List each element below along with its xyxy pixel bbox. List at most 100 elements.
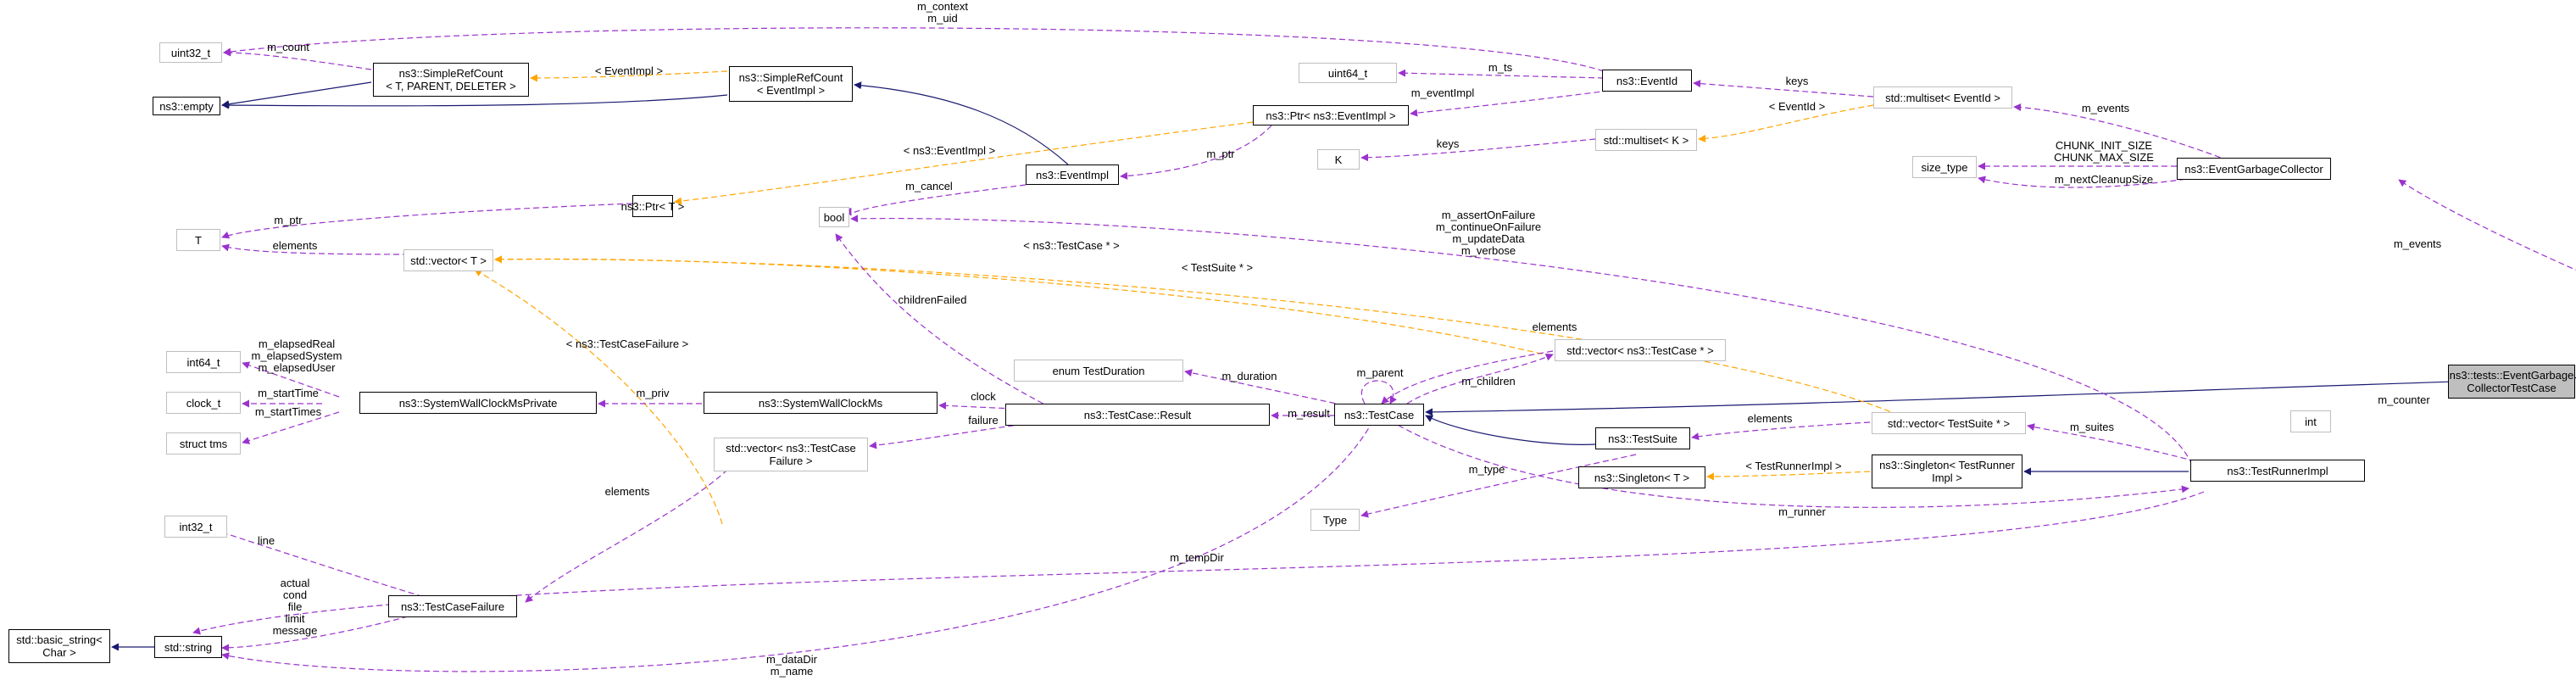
node-eventgarbagecollector[interactable]: ns3::EventGarbageCollector [2177,158,2331,180]
node-bool[interactable]: bool [819,207,849,227]
node-label-line: Failure > [769,455,813,467]
edge-use-runner [1389,420,2189,508]
node-vector-testsuite[interactable]: std::vector< TestSuite * > [1872,412,2026,434]
node-int32-t[interactable]: int32_t [164,516,227,538]
edge-label-line: m_eventImpl [1411,86,1475,99]
edge-use-elapsed [242,361,340,398]
edge-use-nextcleanup [1978,176,2205,188]
edge-label-line: m_events [2082,102,2130,114]
edge-eventimpl-simplerefcountev [854,81,1069,165]
node-testcasefailure[interactable]: ns3::TestCaseFailure [388,595,517,617]
edge-label-line: m_tempDir [1170,551,1224,564]
edge-label-line: actual [281,577,310,589]
edge-testsuite-testcase [1425,415,1596,445]
edge-tmpl-singleton [1706,471,1871,481]
edge-use-ts [1398,69,1605,79]
edge-label-line: m_duration [1221,370,1277,382]
edge-label-line: m_verbose [1461,244,1516,257]
node-label-line: int64_t [186,355,220,369]
edge-label-line: m_ptr [274,214,303,226]
edge-use-starttimes [242,411,340,444]
edge-label-m-parent: m_parent [1357,366,1404,379]
edge-use-eventimpl [1410,87,1628,117]
edge-label-line: m_startTimes [255,405,322,418]
node-vector-t[interactable]: std::vector< T > [403,249,493,271]
edge-label-line: m_elapsedSystem [252,349,342,362]
edge-label-line: keys [1786,75,1809,87]
node-ptr-eventimpl[interactable]: ns3::Ptr< ns3::EventImpl > [1253,105,1409,125]
edge-label-m-eventimpl: m_eventImpl [1411,86,1475,99]
node-label-line: ns3::TestCase::Result [1083,408,1192,421]
edge-label-childrenfailed: childrenFailed [899,293,967,306]
node-label-line: std::vector< T > [410,254,487,267]
node-k[interactable]: K [1317,149,1360,170]
node-label-line: ns3::empty [159,99,214,113]
node-label-line: enum TestDuration [1052,364,1145,377]
edge-use-context [223,27,1605,72]
node-label-line: ns3::SimpleRefCount [738,71,843,84]
node-ptr-t[interactable]: ns3::Ptr< T > [621,195,684,217]
node-ns3-empty[interactable]: ns3::empty [153,97,220,115]
node-eventimpl[interactable]: ns3::EventImpl [1026,165,1119,185]
node-std-string[interactable]: std::string [154,636,222,658]
node-label-line: ns3::tests::EventGarbage [2449,369,2574,382]
node-eventid[interactable]: ns3::EventId [1602,70,1692,92]
node-basic-string[interactable]: std::basic_string<Char > [8,629,110,663]
edge-label-line: elements [1748,412,1793,425]
edge-label-clock-lbl: clock [971,390,996,403]
edge-label-line: m_runner [1778,505,1826,518]
node-testcase[interactable]: ns3::TestCase [1334,404,1424,426]
node-type[interactable]: Type [1310,509,1360,531]
edge-label-elements-t: elements [273,239,318,252]
node-testrunnerimpl[interactable]: ns3::TestRunnerImpl [2190,460,2365,482]
node-systemwallclockms[interactable]: ns3::SystemWallClockMs [704,392,937,414]
edge-label-m-counter: m_counter [2378,393,2430,406]
node-label-line: std::vector< TestSuite * > [1887,416,2011,430]
node-vector-testcase[interactable]: std::vector< ns3::TestCase * > [1555,339,1726,361]
edge-label-m-cancel: m_cancel [905,180,953,192]
node-label-line: uint64_t [1327,66,1368,80]
node-label-line: CollectorTestCase [2467,382,2557,394]
node-label-line: ns3::Ptr< T > [620,199,685,213]
node-int64-t[interactable]: int64_t [166,351,241,373]
edge-label-m-children: m_children [1461,375,1516,388]
node-testcase-result[interactable]: ns3::TestCase::Result [1005,404,1270,426]
node-multiset-eventid[interactable]: std::multiset< EventId > [1873,86,2012,109]
node-uint32-t[interactable]: uint32_t [159,42,222,63]
node-int[interactable]: int [2290,410,2331,432]
edge-use-datadir [221,420,1374,672]
node-enum-testduration[interactable]: enum TestDuration [1014,360,1183,382]
edge-tmpl-vector-tc [494,255,1552,357]
edge-label-testrunnerimpl-tmpl: < TestRunnerImpl > [1745,460,1841,472]
edge-label-line: m_nextCleanupSize [2055,173,2153,186]
edge-label-line: m_updateData [1452,232,1525,245]
node-struct-tms[interactable]: struct tms [166,432,241,455]
node-size-type[interactable]: size_type [1912,156,1977,178]
node-clock-t[interactable]: clock_t [166,392,241,414]
edge-label-line: m_dataDir [766,653,818,666]
edge-label-line: < EventId > [1769,100,1826,113]
edge-tmpl-ptr-t [674,121,1254,205]
node-label-line: bool [823,210,845,224]
edge-label-m-type: m_type [1469,463,1505,476]
edge-label-line: m_startTime [258,387,319,399]
edge-label-line: m_ptr [1206,148,1235,160]
node-label-line: ns3::TestCase [1344,408,1415,421]
node-multiset-k[interactable]: std::multiset< K > [1595,129,1697,151]
node-simplerefcount-eventimpl[interactable]: ns3::SimpleRefCount< EventImpl > [729,66,853,102]
edge-use-count [223,48,372,70]
node-uint64-t[interactable]: uint64_t [1299,63,1397,83]
node-label-line: ns3::TestCaseFailure [400,600,505,613]
edge-label-m-priv: m_priv [636,387,670,399]
node-testsuite[interactable]: ns3::TestSuite [1595,427,1690,449]
node-singleton-t[interactable]: ns3::Singleton< T > [1578,466,1705,488]
node-simplerefcount-t[interactable]: ns3::SimpleRefCount< T, PARENT, DELETER … [373,63,529,97]
node-t[interactable]: T [176,229,220,251]
node-systemwallclockmsprivate[interactable]: ns3::SystemWallClockMsPrivate [359,392,597,414]
node-label-line: ns3::Ptr< ns3::EventImpl > [1266,109,1396,122]
